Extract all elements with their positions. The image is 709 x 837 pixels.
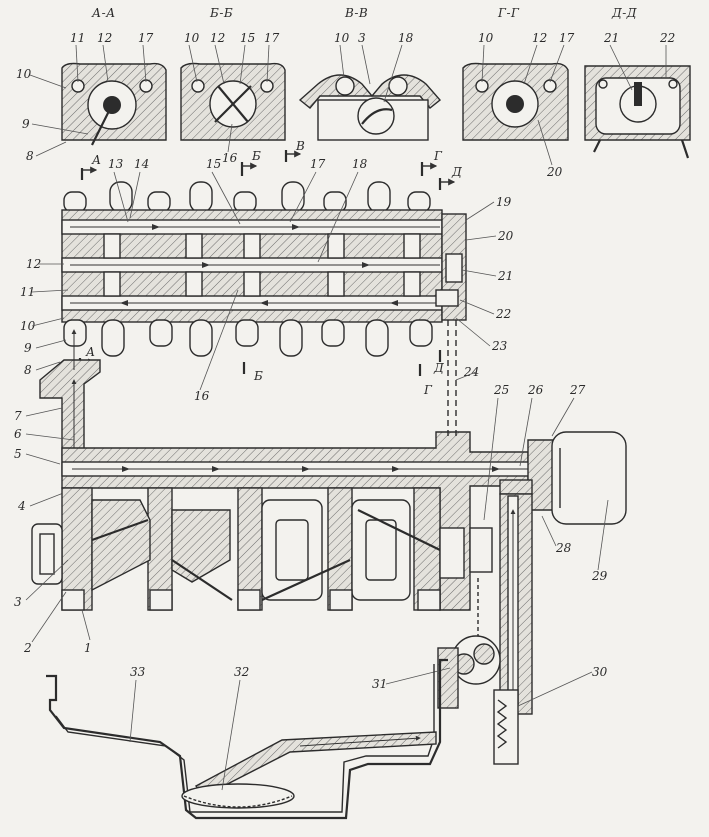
flow-arrows-main (122, 466, 500, 472)
section-dd: 21 22 (584, 31, 691, 159)
label-26: 26 (527, 383, 544, 397)
dd-label-21: 21 (603, 31, 619, 45)
aa-label-17: 17 (138, 31, 154, 45)
engine-block: 3 2 1 (14, 431, 553, 655)
drive-shaft-24: 24 (447, 320, 479, 440)
cam-lobes-top (63, 181, 431, 213)
label-32: 32 (234, 665, 249, 679)
head-bearings (103, 233, 421, 297)
cut-d-top: Д (451, 165, 462, 179)
label-27: 27 (569, 383, 586, 397)
cut-g-top: Г (433, 149, 443, 163)
section-aa: 11 12 17 (61, 31, 167, 146)
label-19: 19 (496, 195, 512, 209)
oil-pump: 31 30 (372, 578, 608, 765)
gg-label-10: 10 (478, 31, 494, 45)
left-gallery: 7 6 5 4 (14, 329, 101, 513)
label-31: 31 (372, 677, 387, 691)
label-30: 30 (592, 665, 608, 679)
aa-label-11: 11 (70, 31, 85, 45)
label-14: 14 (134, 157, 149, 171)
label-9: 9 (24, 341, 32, 355)
label-20: 20 (497, 229, 514, 243)
label-9-top: 9 (22, 117, 30, 131)
section-title-aa: А-А (91, 6, 116, 20)
label-8: 8 (24, 363, 32, 377)
label-18: 18 (352, 157, 368, 171)
cut-a-bottom: А (85, 345, 95, 359)
crankshaft (91, 499, 441, 602)
oil-filter: 25 26 27 28 29 (483, 383, 627, 715)
label-23: 23 (491, 339, 508, 353)
vv-label-10: 10 (334, 31, 350, 45)
label-6: 6 (14, 427, 22, 441)
label-12: 12 (26, 257, 41, 271)
gg-label-20: 20 (546, 165, 563, 179)
cut-b-bottom: Б (253, 369, 263, 383)
cut-a-top: А (91, 153, 101, 167)
label-28: 28 (555, 541, 572, 555)
flow-arrows-head (120, 224, 398, 306)
aa-label-12: 12 (97, 31, 112, 45)
label-21: 21 (497, 269, 513, 283)
cut-d-bottom: Д (433, 361, 444, 375)
bb-label-10: 10 (184, 31, 200, 45)
label-7: 7 (14, 409, 22, 423)
label-8-top: 8 (26, 149, 34, 163)
gg-label-12: 12 (532, 31, 547, 45)
label-4: 4 (17, 499, 26, 513)
label-29: 29 (591, 569, 608, 583)
cut-v-top: В (295, 139, 305, 153)
cut-b-top: Б (251, 149, 261, 163)
bb-label-16: 16 (222, 151, 238, 165)
bb-label-17: 17 (264, 31, 280, 45)
dd-label-22: 22 (659, 31, 675, 45)
label-10-top: 10 (16, 67, 32, 81)
bb-label-12: 12 (210, 31, 225, 45)
label-2: 2 (23, 641, 32, 655)
section-vv: 10 3 18 (298, 31, 442, 141)
label-15: 15 (206, 157, 221, 171)
label-16: 16 (194, 389, 210, 403)
label-25: 25 (493, 383, 509, 397)
label-33: 33 (130, 665, 146, 679)
section-views: А-А Б-Б В-В Г-Г Д-Д 11 12 17 (16, 6, 691, 179)
label-11: 11 (20, 285, 35, 299)
gg-label-17: 17 (559, 31, 575, 45)
section-title-dd: Д-Д (611, 6, 637, 20)
label-22: 22 (495, 307, 511, 321)
section-title-gg: Г-Г (497, 6, 520, 20)
vv-label-18: 18 (398, 31, 414, 45)
camshaft-head: 13 14 15 17 18 12 11 10 9 8 16 19 20 21 … (20, 157, 514, 403)
label-1: 1 (84, 641, 92, 655)
label-24: 24 (463, 365, 479, 379)
label-3: 3 (14, 595, 22, 609)
label-5: 5 (14, 447, 22, 461)
vv-label-3: 3 (358, 31, 366, 45)
cam-lobes-bottom (63, 319, 433, 357)
section-title-bb: Б-Б (209, 6, 233, 20)
label-10: 10 (20, 319, 36, 333)
section-bb: 10 12 15 17 16 (180, 31, 286, 165)
cut-g-bottom: Г (423, 383, 433, 397)
section-gg: 10 12 17 20 (462, 31, 575, 179)
crank-bottom-caps (61, 589, 441, 611)
label-17: 17 (310, 157, 326, 171)
bb-label-15: 15 (240, 31, 255, 45)
section-title-vv: В-В (344, 6, 368, 20)
label-13: 13 (108, 157, 124, 171)
oil-sump: 33 32 (46, 658, 448, 820)
